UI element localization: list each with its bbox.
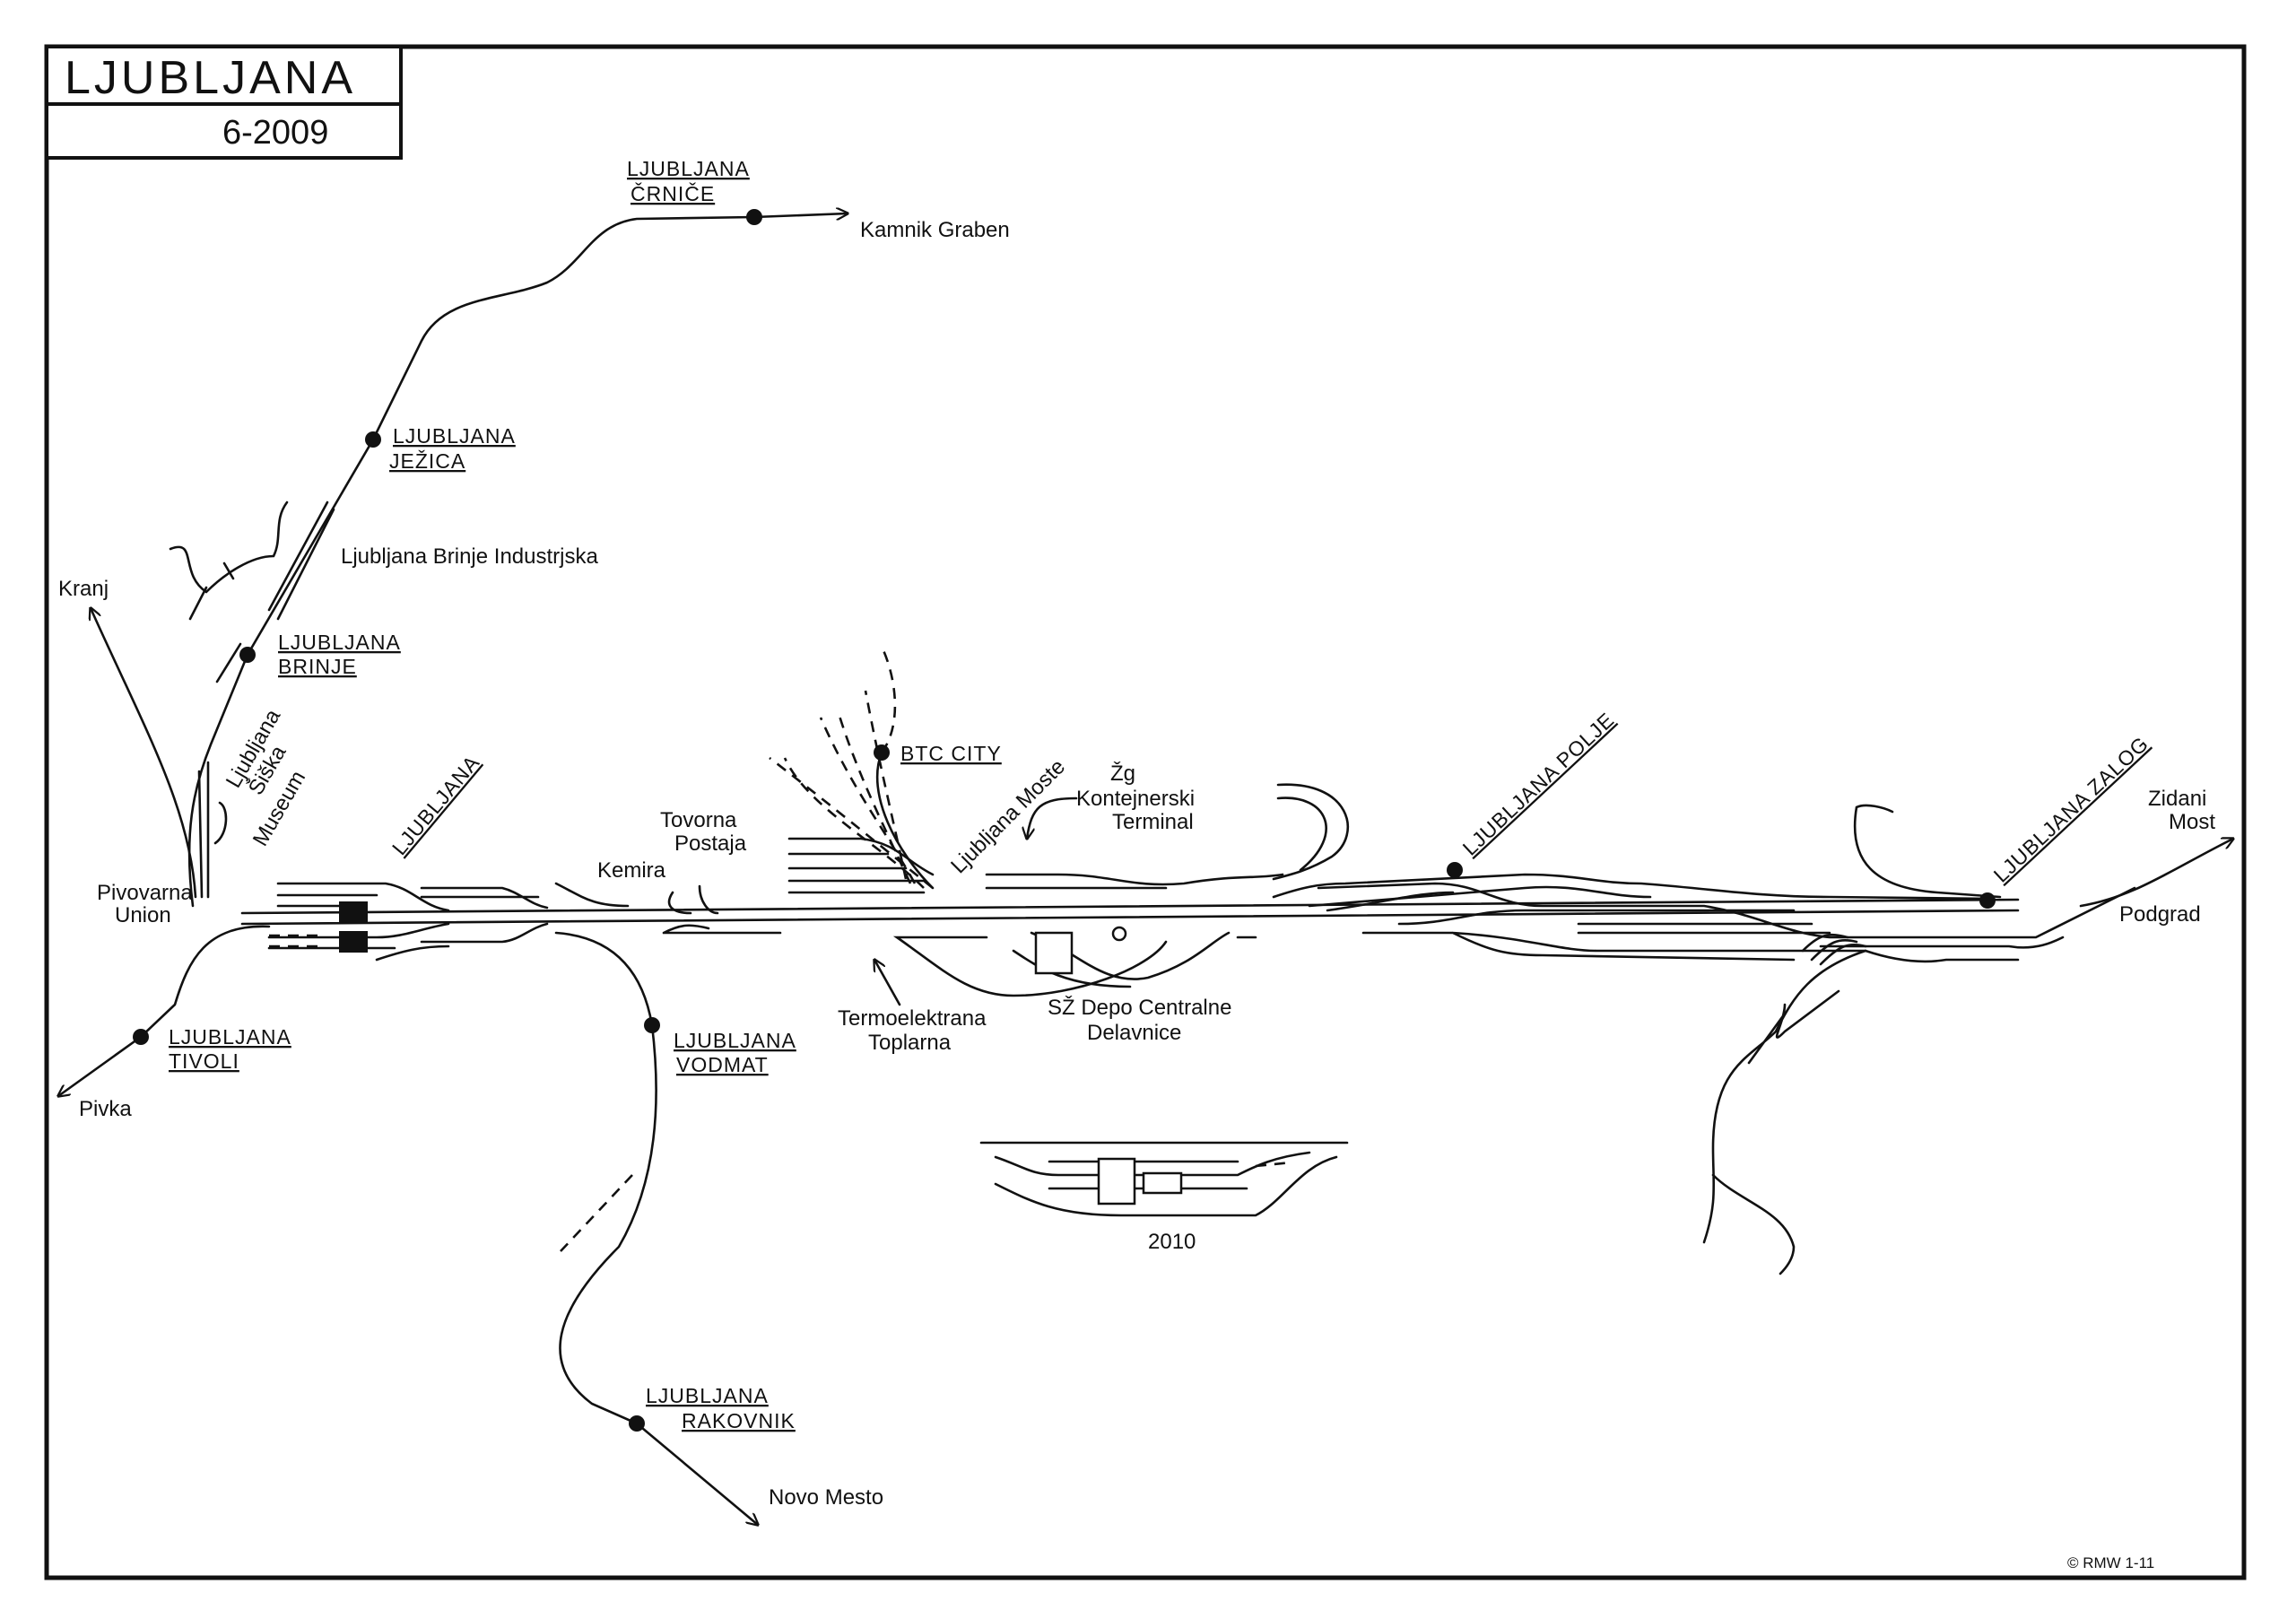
copyright-note: © RMW 1-11 xyxy=(2067,1554,2154,1571)
station-label-brinje-2: BRINJE xyxy=(278,655,357,678)
label-kemira: Kemira xyxy=(597,858,666,883)
track-novo-mesto-line xyxy=(554,931,758,1525)
track-pivka-line xyxy=(58,925,271,1096)
map-border xyxy=(44,44,2247,1580)
station-dot-polje xyxy=(1447,862,1463,878)
destination-podgrad: Podgrad xyxy=(2119,902,2201,927)
station-dot-jezica xyxy=(365,431,381,448)
station-dot-zalog xyxy=(1979,892,1996,909)
station-dot-brinje xyxy=(239,647,256,663)
station-label-jezica-1: LJUBLJANA xyxy=(393,424,516,448)
destination-kamnik-graben: Kamnik Graben xyxy=(860,218,1010,242)
destination-pivka: Pivka xyxy=(79,1097,132,1121)
track-kranj-line xyxy=(91,608,197,899)
label-kontejnerski-2: Kontejnerski xyxy=(1076,787,1195,811)
station-label-tivoli-1: LJUBLJANA xyxy=(169,1025,291,1049)
track-brinje-sidings xyxy=(169,500,335,683)
turntable-icon xyxy=(1111,926,1127,942)
station-label-btc: BTC CITY xyxy=(900,742,1002,765)
main-yard-tracks xyxy=(240,649,2233,1275)
label-termoelektrana-2: Toplarna xyxy=(868,1031,952,1055)
station-label-jezica-2: JEŽICA xyxy=(389,449,465,473)
destination-zidani-most-1: Zidani xyxy=(2148,787,2206,811)
pointer-arrow-termoelektrana xyxy=(874,960,901,1006)
station-label-vodmat-2: VODMAT xyxy=(676,1053,769,1076)
label-kontejnerski-3: Terminal xyxy=(1112,810,1194,834)
station-dot-btc xyxy=(874,744,890,761)
destination-zidani-most-2: Most xyxy=(2169,810,2215,834)
label-pivovarna-1: Pivovarna xyxy=(97,881,193,905)
label-tovorna-2: Postaja xyxy=(674,831,747,856)
station-dot-crnice xyxy=(746,209,762,225)
label-pivovarna-2: Union xyxy=(115,903,171,927)
track-north-line xyxy=(187,213,848,908)
station-dots xyxy=(133,209,1996,1432)
label-depo-2: Delavnice xyxy=(1087,1021,1181,1045)
station-dot-vodmat xyxy=(644,1017,660,1033)
label-tovorna-1: Tovorna xyxy=(660,808,737,832)
station-label-brinje-1: LJUBLJANA xyxy=(278,631,401,654)
title-box: LJUBLJANA 6-2009 xyxy=(45,45,403,160)
station-label-vodmat-1: LJUBLJANA xyxy=(674,1029,796,1052)
label-depo-1: SŽ Depo Centralne xyxy=(1048,996,1231,1020)
station-building-icon xyxy=(339,901,368,923)
destination-kranj: Kranj xyxy=(58,577,109,601)
label-kontejnerski-1: Žg xyxy=(1110,762,1135,786)
station-label-zalog: LJUBLJANA ZALOG xyxy=(1989,732,2153,887)
inset-2010-diagram xyxy=(979,1141,1349,1217)
station-label-polje: LJUBLJANA POLJE xyxy=(1458,708,1619,860)
station-label-rakovnik-2: RAKOVNIK xyxy=(682,1409,796,1432)
depot-building-icon xyxy=(1034,931,1074,975)
station-label-crnice-2: ČRNIČE xyxy=(631,181,715,205)
label-inset-year: 2010 xyxy=(1148,1230,1196,1254)
station-label-crnice-1: LJUBLJANA xyxy=(627,157,750,180)
station-label-tivoli-2: TIVOLI xyxy=(169,1049,239,1073)
map-date: 6-2009 xyxy=(222,114,328,152)
label-moste: Ljubljana Moste xyxy=(946,754,1070,878)
track-siska-sidings xyxy=(197,761,228,899)
label-brinje-industrijska: Ljubljana Brinje Industrjska xyxy=(341,544,598,569)
label-termoelektrana-1: Termoelektrana xyxy=(838,1006,987,1031)
station-label-rakovnik-1: LJUBLJANA xyxy=(646,1384,769,1407)
station-dot-rakovnik xyxy=(629,1415,645,1432)
map-title: LJUBLJANA xyxy=(65,52,356,104)
station-dot-tivoli xyxy=(133,1029,149,1045)
destination-novo-mesto: Novo Mesto xyxy=(769,1485,883,1510)
pointer-arrow-kontejnerski xyxy=(1027,796,1078,839)
station-label-ljubljana: LJUBLJANA xyxy=(387,751,484,860)
